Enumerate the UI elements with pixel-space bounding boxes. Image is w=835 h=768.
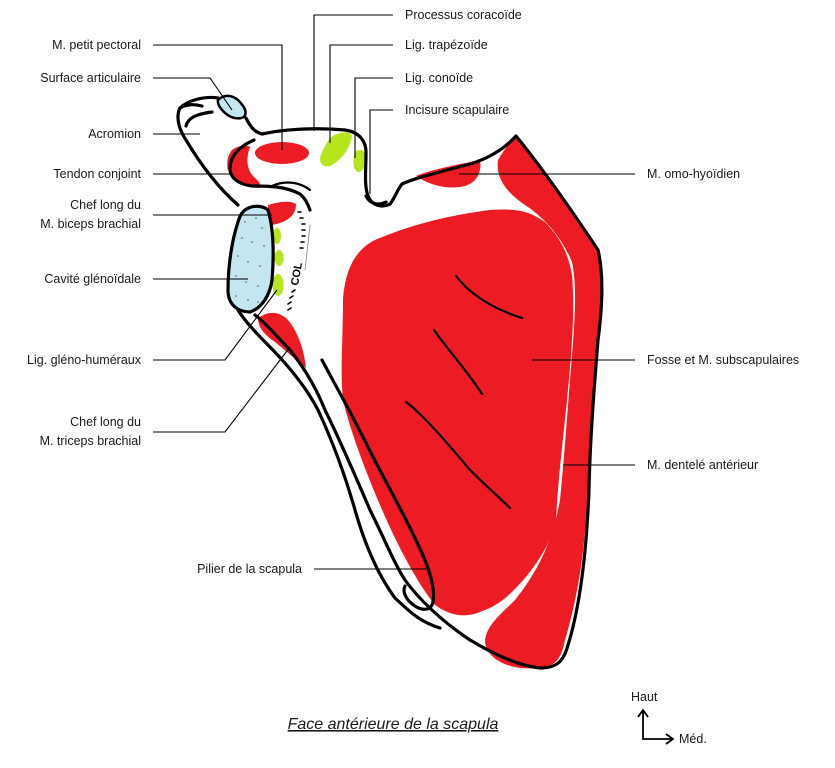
diagram-title: Face antérieure de la scapula xyxy=(288,716,499,733)
leader-processus xyxy=(313,14,393,131)
leader-trapezoide xyxy=(329,44,393,143)
lig-trapezoide-shape xyxy=(320,132,352,167)
subscapulaire-muscle xyxy=(341,209,574,616)
leader-petit-pectoral xyxy=(153,44,283,150)
leader-triceps xyxy=(153,346,291,433)
leader-lines xyxy=(153,14,635,570)
label-incisure-scapulaire: Incisure scapulaire xyxy=(405,103,509,117)
notch-outline xyxy=(253,134,604,670)
label-triceps-line2: M. triceps brachial xyxy=(40,434,141,448)
label-biceps-line2: M. biceps brachial xyxy=(40,217,141,231)
label-triceps-line1: Chef long du xyxy=(70,415,141,429)
lig-gh-1 xyxy=(273,228,281,244)
leader-incisure xyxy=(369,109,393,194)
arrow-up-icon xyxy=(637,708,649,718)
label-surface-articulaire: Surface articulaire xyxy=(40,71,141,85)
orientation-indicator: Haut Méd. xyxy=(631,690,707,746)
petit-pectoral-muscle xyxy=(255,142,309,164)
tendon-conjoint-muscle xyxy=(227,145,261,188)
glenoid-outline xyxy=(226,204,275,314)
col-text: COL xyxy=(289,261,305,286)
leader-surface-articulaire xyxy=(153,77,233,111)
coracoid-under-outline xyxy=(228,138,312,212)
notch-inner xyxy=(364,194,388,206)
orientation-arrows xyxy=(642,711,672,740)
orientation-up-label: Haut xyxy=(631,690,658,704)
leader-lig-gh xyxy=(153,289,278,361)
coracoid-outline xyxy=(244,116,370,198)
pilier-outline xyxy=(320,358,436,611)
ridge-2 xyxy=(432,328,484,396)
coracoid-crease xyxy=(270,181,312,192)
label-subscapulaire: Fosse et M. subscapulaires xyxy=(647,353,799,367)
leader-conoide xyxy=(354,77,393,158)
lig-conoide-shape xyxy=(353,149,366,172)
labels-left: M. petit pectoral Surface articulaire Ac… xyxy=(27,38,302,576)
labels-right: Processus coracoïde Lig. trapézoïde Lig.… xyxy=(405,8,799,472)
label-biceps-line1: Chef long du xyxy=(70,198,141,212)
label-pilier: Pilier de la scapula xyxy=(197,562,302,576)
acromion xyxy=(178,94,297,214)
neck-hatching xyxy=(287,211,311,311)
arrow-right-icon xyxy=(665,733,675,745)
lig-gh-3 xyxy=(272,274,284,296)
label-dentele: M. dentelé antérieur xyxy=(647,458,758,472)
cavite-glenoidale-shape xyxy=(228,206,274,312)
label-petit-pectoral: M. petit pectoral xyxy=(52,38,141,52)
glenoid-dots xyxy=(235,217,265,303)
lateral-border-outline xyxy=(236,308,442,630)
biceps-muscle xyxy=(268,201,296,225)
acromion-outline xyxy=(176,103,240,207)
surface-articulaire-outline xyxy=(216,94,247,120)
label-tendon-conjoint: Tendon conjoint xyxy=(53,167,141,181)
label-cavite-glenoidale: Cavité glénoïdale xyxy=(44,272,141,286)
label-lig-conoide: Lig. conoïde xyxy=(405,71,473,85)
scapula-drawing: COL xyxy=(176,94,604,670)
label-omo-hyoidien: M. omo-hyoïdien xyxy=(647,167,740,181)
acromion-top-outline xyxy=(178,95,220,110)
label-lig-trapezoide: Lig. trapézoïde xyxy=(405,38,488,52)
ridge-1 xyxy=(454,274,524,320)
acromion-inner-curve xyxy=(184,110,214,128)
orientation-right-label: Méd. xyxy=(679,732,707,746)
ridge-3 xyxy=(404,400,512,510)
label-acromion: Acromion xyxy=(88,127,141,141)
dentele-muscle xyxy=(485,135,602,669)
label-processus-coracoide: Processus coracoïde xyxy=(405,8,522,22)
label-lig-gleno-humeraux: Lig. gléno-huméraux xyxy=(27,353,142,367)
lig-gh-2 xyxy=(274,250,284,266)
